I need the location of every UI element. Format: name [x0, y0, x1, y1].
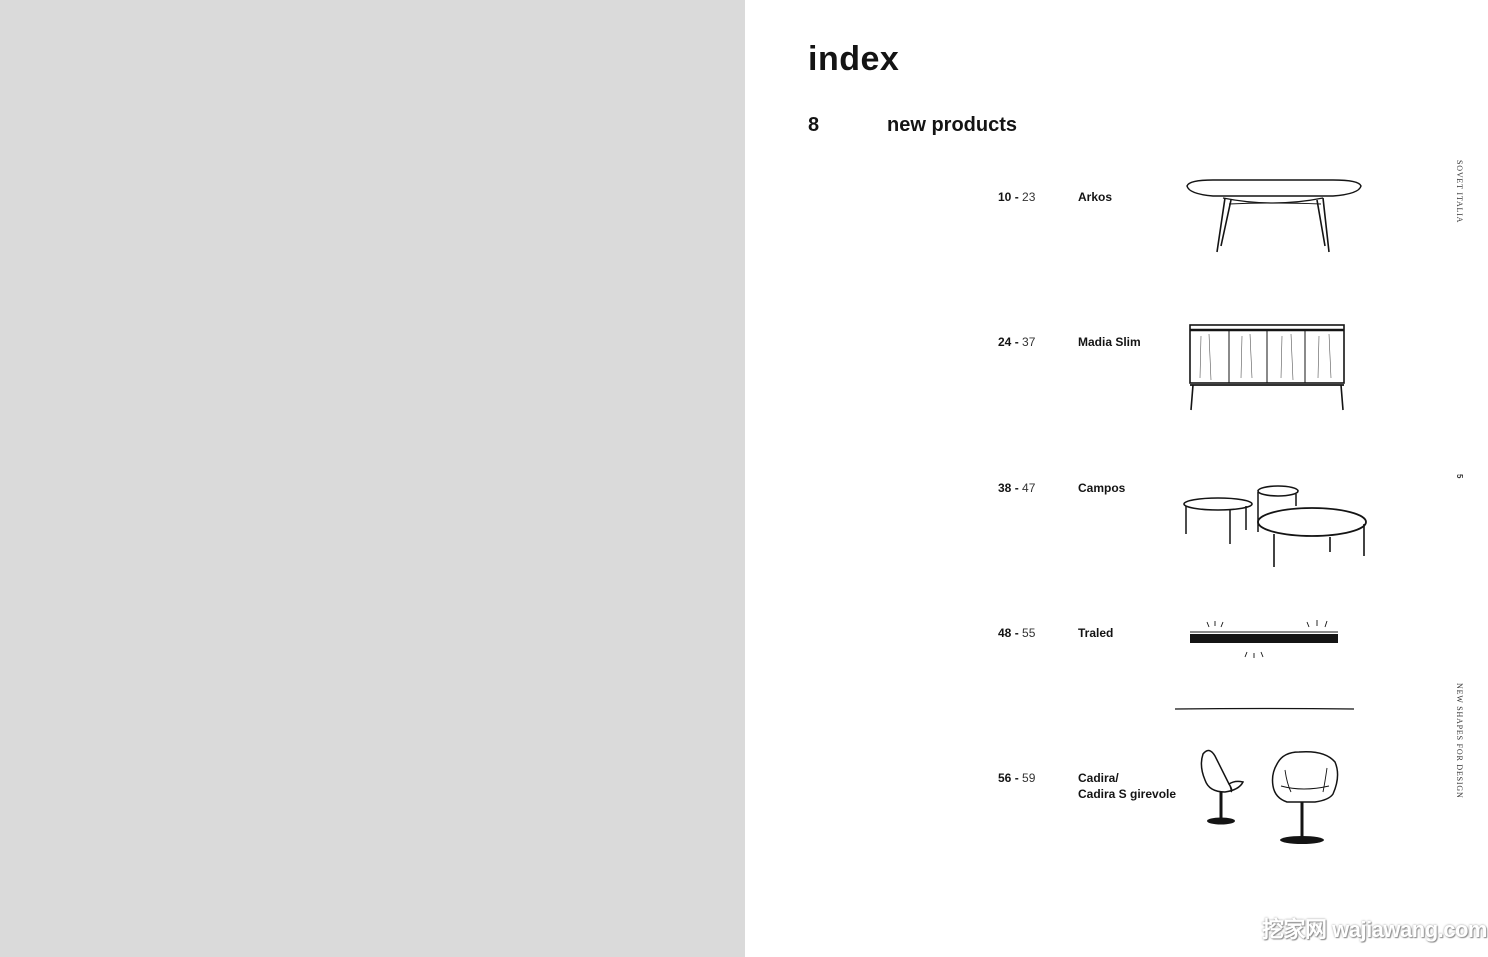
watermark-text: 挖家网 wajiawang.com	[1262, 917, 1488, 942]
page-number: 5	[1455, 474, 1464, 480]
product-name: Traled	[1078, 625, 1113, 641]
index-page	[745, 0, 1488, 957]
brand-label: SOVET ITALIA	[1455, 160, 1464, 224]
product-name-line: Madia Slim	[1078, 335, 1141, 349]
range-start: 38	[998, 481, 1012, 495]
light-shelf-icon	[1187, 618, 1343, 662]
product-name-line: Cadira S girevole	[1078, 787, 1177, 801]
page-range: 10 - 23	[998, 190, 1035, 204]
page-range: 48 - 55	[998, 626, 1035, 640]
section-number: 8	[808, 114, 820, 136]
product-name-line: Traled	[1078, 626, 1114, 640]
range-end: 59	[1022, 771, 1036, 785]
range-start: 48	[998, 626, 1012, 640]
range-end: 23	[1022, 190, 1036, 204]
range-start: 10	[998, 190, 1012, 204]
range-dash: -	[1011, 335, 1023, 349]
swivel-chairs-icon	[1195, 746, 1345, 848]
range-start: 24	[998, 335, 1012, 349]
range-dash: -	[1011, 481, 1023, 495]
product-name: Arkos	[1078, 189, 1112, 205]
range-start: 56	[998, 771, 1012, 785]
tagline: NEW SHAPES FOR DESIGN	[1455, 683, 1464, 799]
coffee-tables-icon	[1180, 482, 1370, 572]
divider-line	[1174, 706, 1356, 712]
range-dash: -	[1011, 626, 1023, 640]
product-name: Madia Slim	[1078, 334, 1141, 350]
product-name-line: Cadira/	[1078, 771, 1119, 785]
dining-table-icon	[1183, 176, 1365, 256]
blank-left-page	[0, 0, 745, 957]
product-name: Cadira/ Cadira S girevole	[1078, 770, 1176, 802]
sideboard-icon	[1187, 320, 1349, 412]
page-range: 24 - 37	[998, 335, 1035, 349]
product-name-line: Campos	[1078, 481, 1126, 495]
product-name-line: Arkos	[1078, 190, 1113, 204]
product-name: Campos	[1078, 480, 1125, 496]
range-end: 55	[1022, 626, 1036, 640]
range-dash: -	[1011, 771, 1023, 785]
section-title: new products	[887, 114, 1018, 136]
page-range: 56 - 59	[998, 771, 1035, 785]
range-end: 47	[1022, 481, 1036, 495]
page-range: 38 - 47	[998, 481, 1035, 495]
page-title: index	[808, 40, 900, 78]
range-end: 37	[1022, 335, 1036, 349]
range-dash: -	[1011, 190, 1023, 204]
